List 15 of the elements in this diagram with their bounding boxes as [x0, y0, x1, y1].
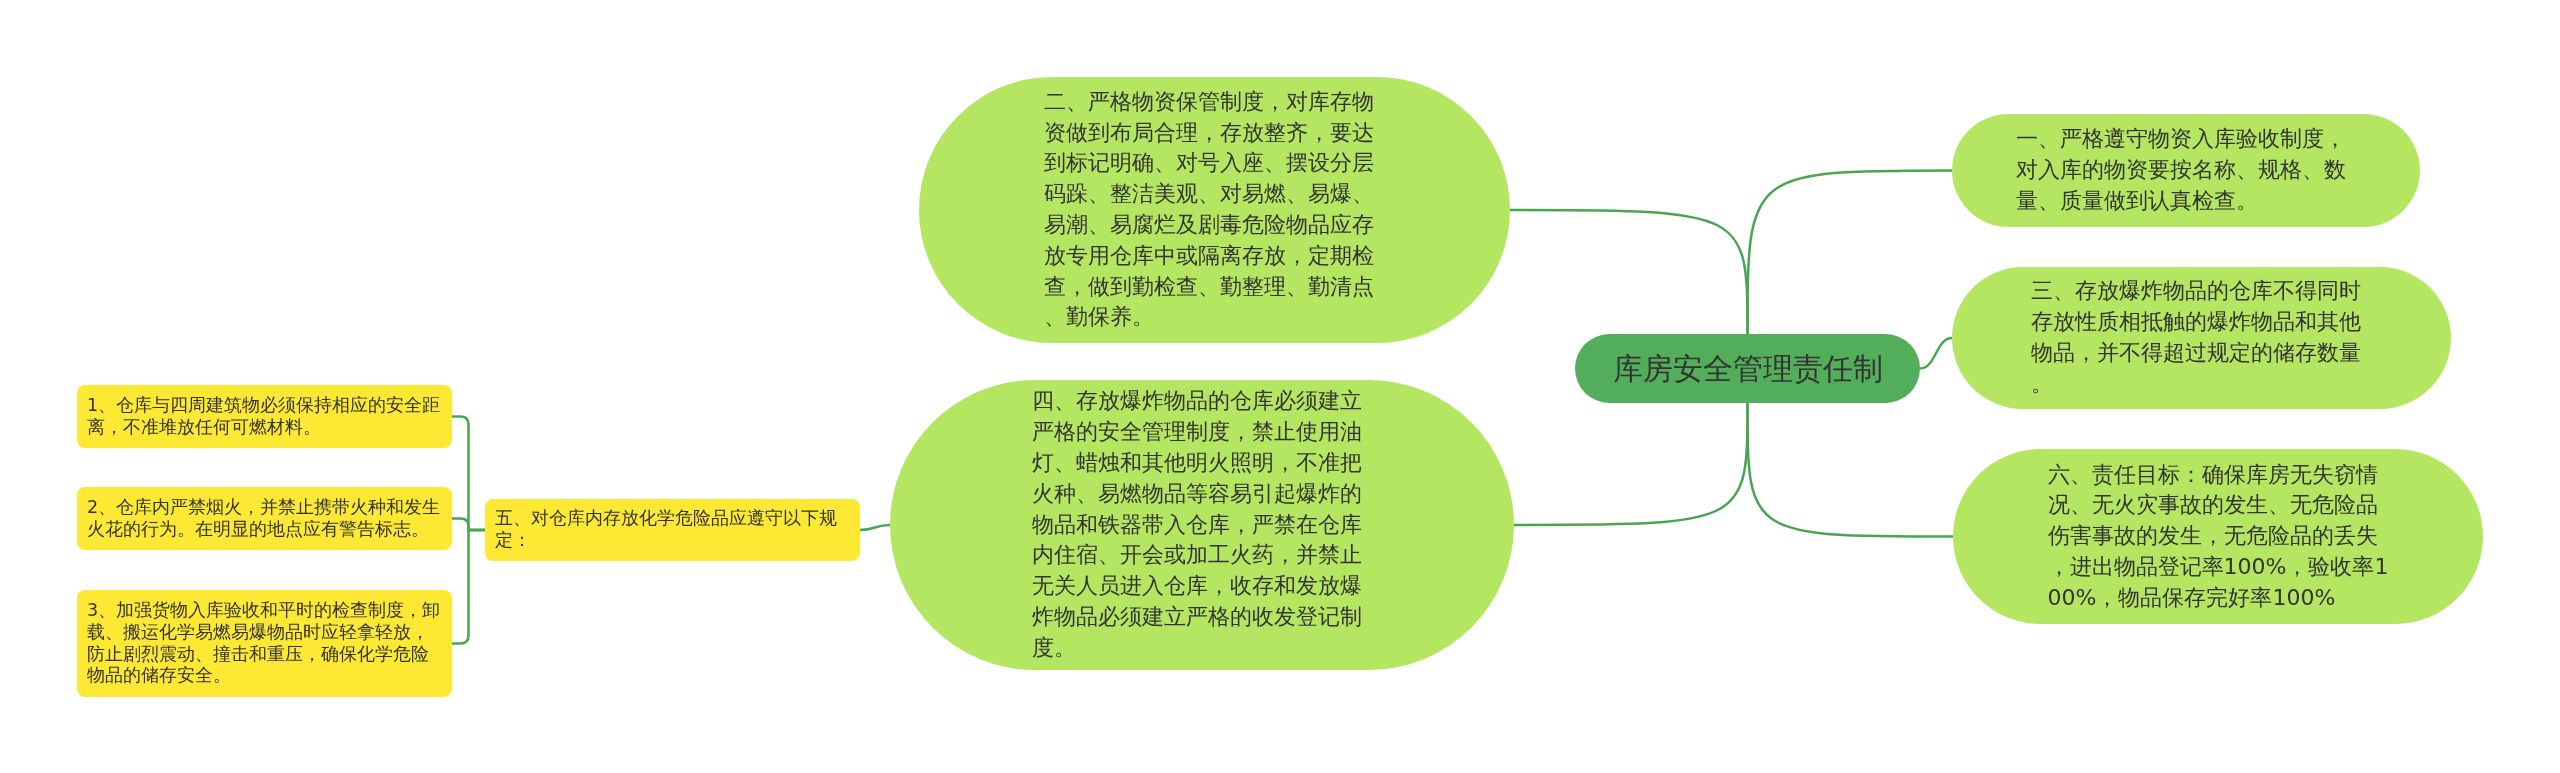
connector-line [1746, 403, 1953, 538]
topic-pill: 六、责任目标：确保库房无失窃情况、无火灾事故的发生、无危险品伤害事故的发生，无危险品的丢失，进出物品登记率100%，验收率100%，物品保存完好率100% [1953, 449, 2483, 624]
topic-pill: 一、严格遵守物资入库验收制度，对入库的物资要按名称、规格、数量、质量做到认真检查。 [1952, 114, 2420, 227]
connector-line [1746, 169, 1952, 334]
leaf-box: 2、仓库内严禁烟火，并禁止携带火种和发生火花的行为。在明显的地点应有警告标志。 [77, 487, 452, 550]
connector-line [452, 528, 485, 645]
topic-pill: 二、严格物资保管制度，对库存物资做到布局合理，存放整齐，要达到标记明确、对号入座、摆设分层码跺、整洁美观、对易燃、易爆、易潮、易腐烂及剧毒危险物品应存放专用仓库中或隔离存放，定期检查，做到勤检查、勤整理、勤清点、勤保养。 [919, 77, 1510, 343]
topic-pill: 三、存放爆炸物品的仓库不得同时存放性质相抵触的爆炸物品和其他物品，并不得超过规定的储存数量。 [1952, 267, 2451, 409]
leaf-box: 3、加强货物入库验收和平时的检查制度，卸载、搬运化学易燃易爆物品时应轻拿轻放，防止剧烈震动、撞击和重压，确保化学危险物品的储存安全。 [77, 590, 452, 697]
root-topic-pill: 库房安全管理责任制 [1575, 334, 1920, 403]
topic-pill: 四、存放爆炸物品的仓库必须建立严格的安全管理制度，禁止使用油灯、蜡烛和其他明火照明，不准把火种、易燃物品等容易引起爆炸的物品和铁器带入仓库，严禁在仓库内住宿、开会或加工火药，并禁止无关人员进入仓库，收存和发放爆炸物品必须建立严格的收发登记制度。 [890, 380, 1514, 670]
subtopic-box: 五、对仓库内存放化学危险品应遵守以下规定： [485, 499, 860, 561]
connector-line [1919, 336, 1953, 370]
leaf-box: 1、仓库与四周建筑物必须保持相应的安全距离，不准堆放任何可燃材料。 [77, 385, 452, 448]
connector-line [859, 523, 891, 532]
